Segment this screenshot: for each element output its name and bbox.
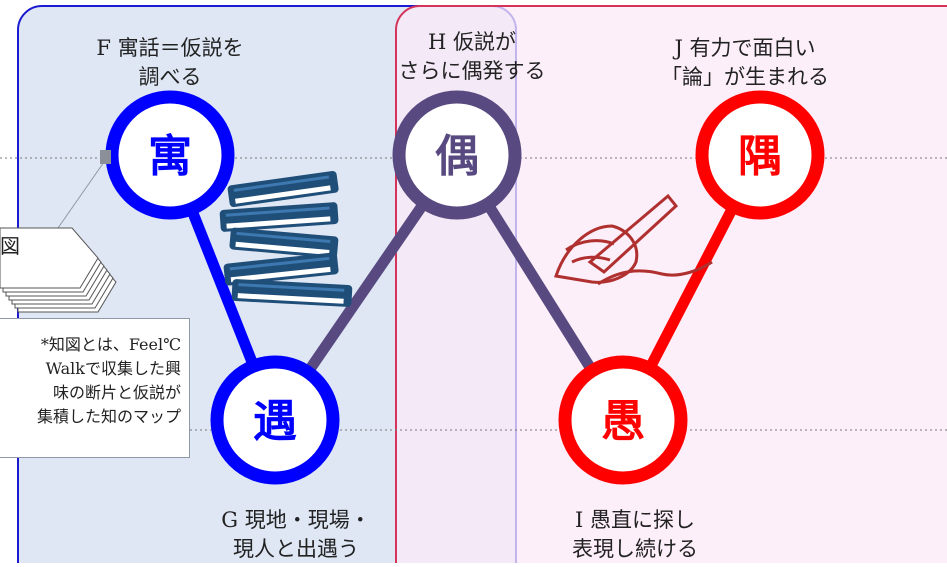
leader-line xyxy=(57,161,105,229)
node-gu-encounter: 遇 xyxy=(210,355,340,485)
label-i-line1: I 愚直に探し xyxy=(575,508,695,532)
hand-writing-icon xyxy=(554,193,713,286)
chizu-char: 図 xyxy=(0,234,20,258)
label-j-line2: 「論」が生まれる xyxy=(661,65,829,89)
label-h-line2: さらに偶発する xyxy=(398,59,546,83)
chizu-note: *知図とは、Feel℃ Walkで収集した興 味の断片と仮説が 集積した知のマッ… xyxy=(0,318,190,458)
label-h-line1: H 仮説が xyxy=(428,30,516,54)
node-char: 偶 xyxy=(435,131,479,182)
books-stack-icon xyxy=(219,170,353,307)
node-gu-fable: 寓 xyxy=(105,90,235,220)
note-line: Walkで収集した興 xyxy=(45,359,181,378)
book-icon xyxy=(229,227,339,259)
node-ring xyxy=(210,355,340,485)
book-icon xyxy=(223,252,339,286)
nodes: 寓遇 偶愚 隅 xyxy=(100,90,825,485)
label-h: H 仮説が さらに偶発する xyxy=(362,28,582,86)
label-j: J 有力で面白い 「論」が生まれる xyxy=(630,34,860,92)
node-ring xyxy=(695,90,825,220)
label-f-line1: F 寓話＝仮説を xyxy=(96,36,244,60)
paper-stack-icon xyxy=(0,227,117,313)
node-gu-fool: 愚 xyxy=(558,355,688,485)
node-gu-chance: 偶 xyxy=(392,90,522,220)
label-i: I 愚直に探し 表現し続ける xyxy=(520,506,750,564)
note-line: 味の断片と仮説が xyxy=(52,383,181,402)
node-char: 寓 xyxy=(148,131,192,182)
label-j-line1: J 有力で面白い xyxy=(674,36,816,60)
node-char: 愚 xyxy=(601,396,645,447)
label-g: G 現地・現場・ 現人と出遇う xyxy=(176,506,416,564)
paper-sheet xyxy=(0,227,99,289)
note-line: 集積した知のマップ xyxy=(36,407,181,426)
node-gu-corner: 隅 xyxy=(695,90,825,220)
book-icon xyxy=(219,202,339,232)
node-ring xyxy=(392,90,522,220)
note-line: *知図とは、Feel℃ xyxy=(40,335,181,354)
label-f: F 寓話＝仮説を 調べる xyxy=(60,34,280,92)
node-ring xyxy=(558,355,688,485)
book-icon xyxy=(227,170,339,208)
node-ring xyxy=(105,90,235,220)
book-icon xyxy=(231,279,353,307)
label-g-line1: G 現地・現場・ xyxy=(221,508,371,532)
node-char: 遇 xyxy=(253,396,297,447)
label-g-line2: 現人と出遇う xyxy=(233,537,359,561)
leader-anchor xyxy=(100,150,111,164)
node-char: 隅 xyxy=(738,131,782,182)
label-i-line2: 表現し続ける xyxy=(572,537,698,561)
label-f-line2: 調べる xyxy=(138,65,202,89)
